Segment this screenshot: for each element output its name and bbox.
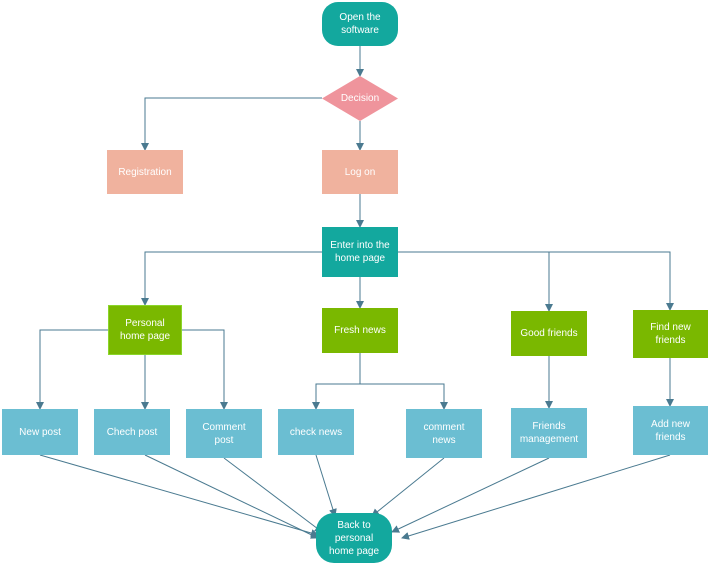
good-friends-node: Good friends — [511, 311, 587, 356]
fresh-news-label: Fresh news — [334, 325, 386, 336]
edge-home-personal — [141, 251, 322, 306]
new-post-node: New post — [2, 409, 78, 455]
edge-commentpost-back — [223, 457, 323, 533]
open-software-label: Open the software — [339, 12, 381, 36]
friends-management-label: Friends management — [519, 421, 579, 445]
edge-home-goodfriends — [398, 251, 553, 312]
good-friends-label: Good friends — [520, 328, 578, 339]
registration-node: Registration — [107, 150, 183, 194]
decision-label: Decision — [340, 93, 380, 104]
log-on-node: Log on — [322, 150, 398, 194]
enter-home-label: Enter into the home page — [330, 240, 390, 264]
edge-home-findfriends — [398, 251, 674, 311]
check-post-node: Chech post — [94, 409, 170, 455]
registration-label: Registration — [118, 166, 172, 178]
check-post-label: Chech post — [106, 426, 158, 438]
personal-home-label: Personal home page — [119, 318, 171, 342]
add-friends-node: Add new friends — [633, 406, 708, 455]
edge-decision-registration — [141, 97, 322, 151]
comment-news-label: comment news — [423, 421, 465, 446]
edge-commentnews-back — [371, 457, 445, 517]
open-software-node: Open the software — [322, 2, 398, 46]
check-news-label: check news — [289, 426, 343, 438]
back-home-node: Back to personal home page — [316, 513, 392, 563]
back-home-label: Back to personal home page — [328, 519, 380, 557]
fresh-news-node: Fresh news — [322, 308, 398, 353]
comment-post-label: Comment post — [202, 421, 246, 446]
edge-checknews-back — [315, 454, 337, 517]
edge-fresh-checknews — [312, 353, 361, 410]
edge-addfriends-back — [401, 454, 671, 540]
decision-node: Decision — [322, 76, 398, 121]
edge-mgmt-back — [391, 457, 550, 533]
find-friends-label: Find new friends — [650, 322, 691, 346]
find-friends-node: Find new friends — [633, 310, 708, 358]
edge-personal-commentpost — [182, 329, 228, 410]
new-post-label: New post — [19, 426, 61, 438]
check-news-node: check news — [278, 409, 354, 455]
edge-newpost-back — [39, 454, 319, 537]
add-friends-label: Add new friends — [651, 418, 690, 443]
edge-checkpost-back — [144, 454, 319, 539]
comment-news-node: comment news — [406, 409, 482, 458]
comment-post-node: Comment post — [186, 409, 262, 458]
edge-fresh-commentnews — [360, 383, 448, 410]
decision-diamond-shape — [322, 76, 398, 121]
friends-management-node: Friends management — [511, 408, 587, 458]
personal-home-node: Personal home page — [108, 305, 182, 355]
edge-personal-newpost — [36, 329, 108, 410]
enter-home-node: Enter into the home page — [322, 227, 398, 277]
log-on-label: Log on — [344, 166, 376, 178]
